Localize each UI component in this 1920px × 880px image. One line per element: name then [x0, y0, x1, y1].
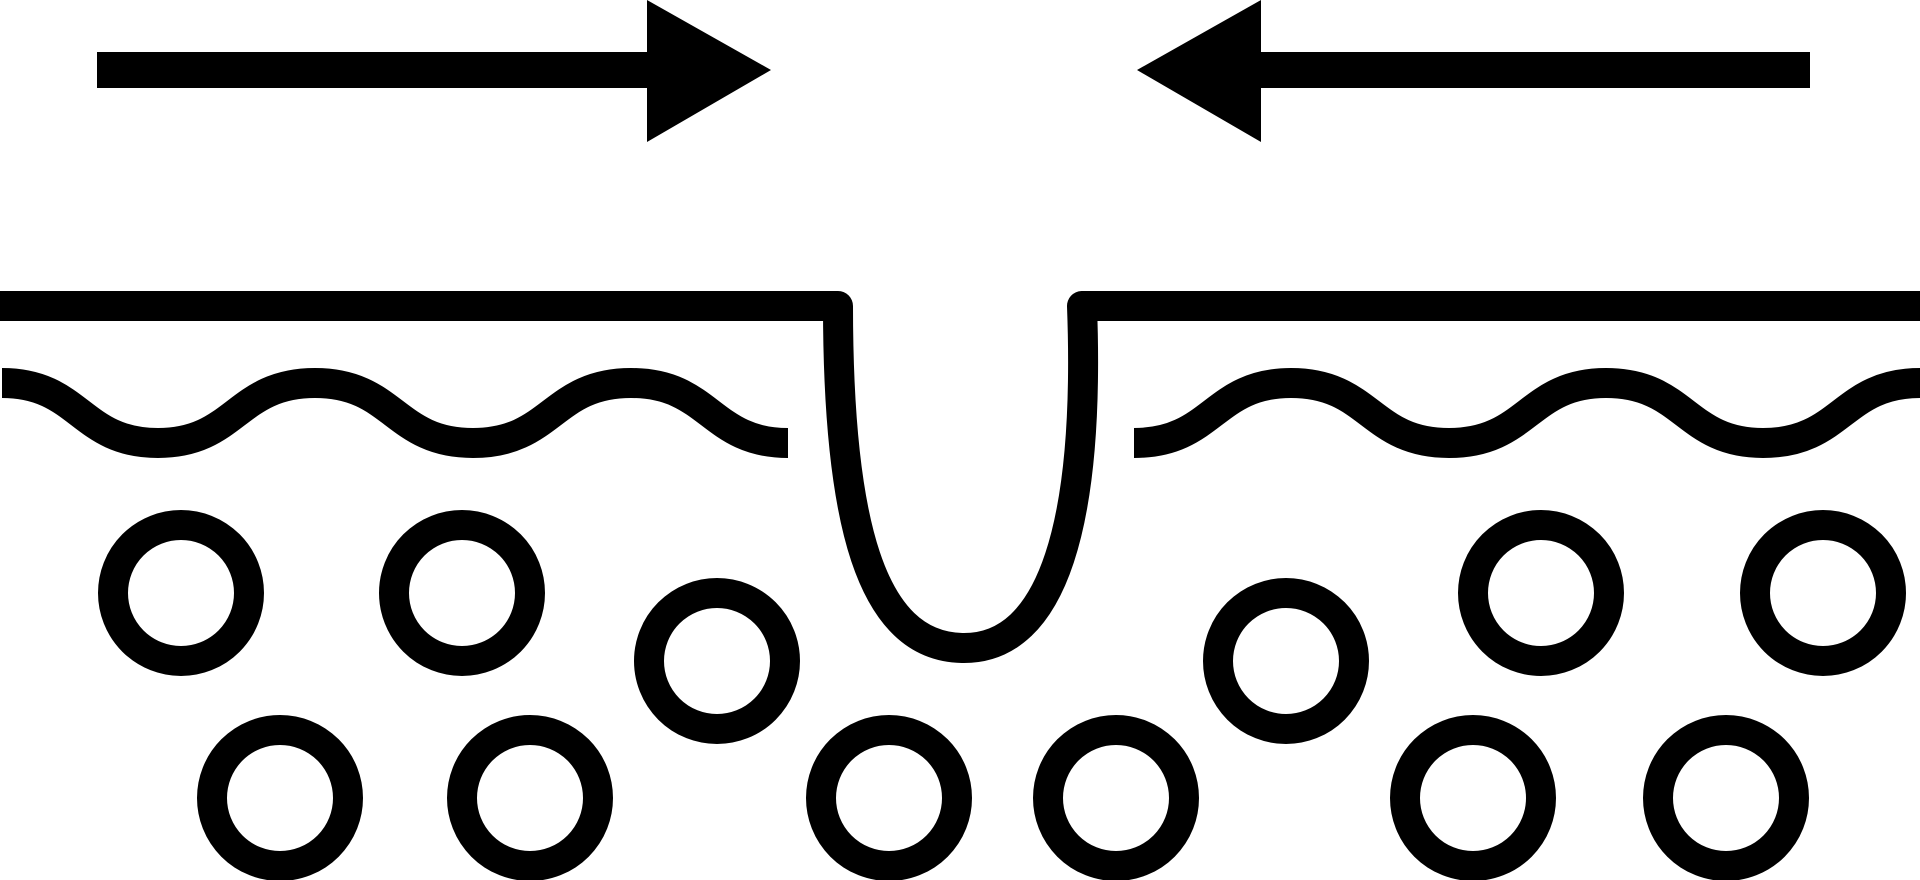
arrow-right-icon — [97, 0, 771, 142]
cell-circle — [447, 715, 613, 880]
cell-circle — [98, 510, 264, 676]
wavy-dermis-line-left — [1, 367, 789, 459]
cell-circle — [1643, 715, 1809, 880]
arrow-left-icon — [1137, 0, 1810, 142]
skin-surface-line — [0, 291, 1920, 664]
wavy-dermis-line-right — [1133, 367, 1920, 459]
cell-circle — [1740, 510, 1906, 676]
cell-circle — [634, 578, 800, 744]
cell-group — [98, 510, 1906, 880]
cell-circle — [1203, 578, 1369, 744]
cell-circle — [379, 510, 545, 676]
cell-circle — [197, 715, 363, 880]
cell-circle — [1458, 510, 1624, 676]
cell-circle — [1390, 715, 1556, 880]
cell-circle — [1033, 715, 1199, 880]
cell-circle — [806, 715, 972, 880]
